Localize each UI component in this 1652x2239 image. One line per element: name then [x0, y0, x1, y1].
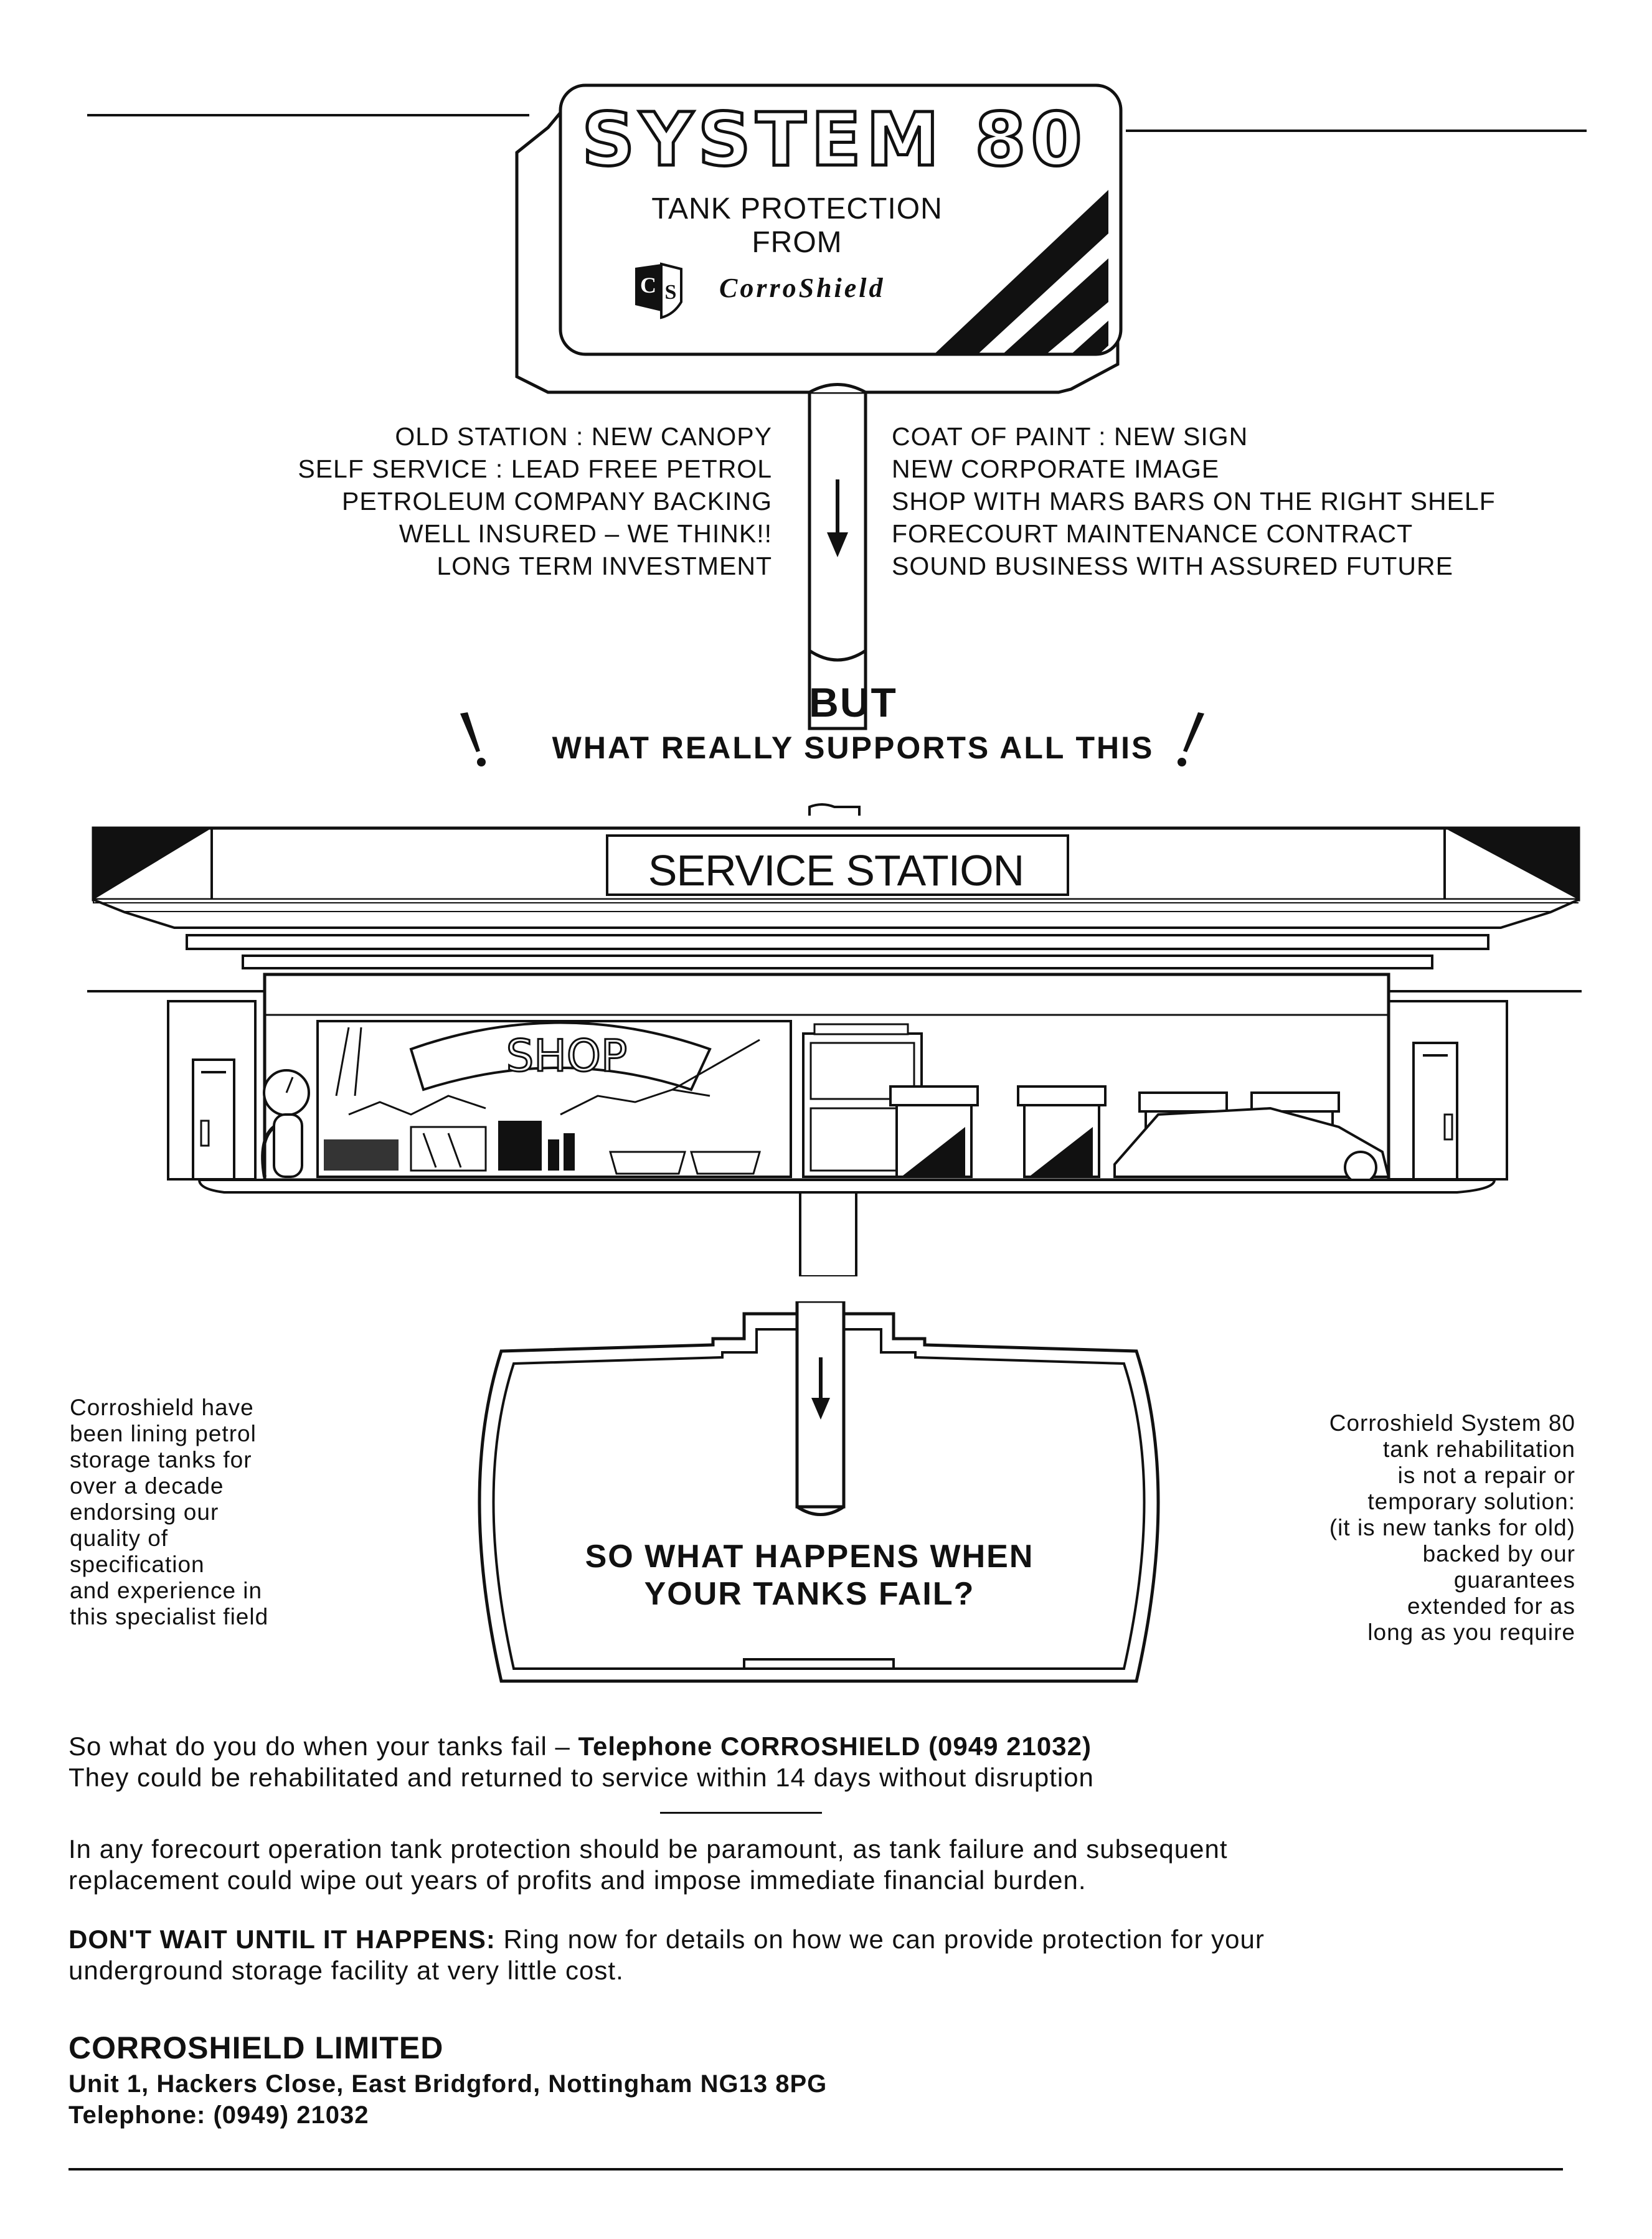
benefit-left-item: SELF SERVICE : LEAD FREE PETROL [298, 455, 772, 483]
top-rule-left [87, 114, 529, 116]
paragraph-tanks-fail: So what do you do when your tanks fail –… [68, 1731, 1563, 1793]
paragraph-line: DON'T WAIT UNTIL IT HAPPENS: Ring now fo… [68, 1924, 1563, 1955]
exclamation-left-icon [460, 712, 486, 766]
logo-letter-c: C [640, 273, 656, 298]
left-note-line: specification [70, 1552, 205, 1577]
benefit-left-item: OLD STATION : NEW CANOPY [395, 422, 772, 451]
company-name: CORROSHIELD LIMITED [68, 2030, 444, 2065]
benefit-right-item: COAT OF PAINT : NEW SIGN [892, 422, 1248, 451]
service-station-illustration: SHOP [87, 803, 1582, 1276]
left-side-note: Corroshield have been lining petrol stor… [70, 1395, 381, 1630]
service-station-label: SERVICE STATION [648, 846, 1024, 895]
company-telephone: Telephone: (0949) 21032 [68, 2101, 369, 2129]
but-heading: BUT [809, 679, 897, 725]
benefit-right-item: NEW CORPORATE IMAGE [892, 455, 1220, 483]
left-note-line: and experience in [70, 1578, 263, 1603]
benefit-left-item: PETROLEUM COMPANY BACKING [342, 487, 772, 516]
paragraph-line: replacement could wipe out years of prof… [68, 1865, 1087, 1895]
left-note-line: been lining petrol [70, 1421, 257, 1446]
right-note-line: tank rehabilitation [1382, 1436, 1575, 1462]
tank-question-heading: SO WHAT HAPPENS WHEN YOUR TANKS FAIL? [498, 1538, 1121, 1613]
paragraph-line: They could be rehabilitated and returned… [68, 1763, 1094, 1792]
benefit-left-item: LONG TERM INVESTMENT [437, 552, 772, 580]
paragraph-line: So what do you do when your tanks fail –… [68, 1731, 1563, 1762]
left-note-line: Corroshield have [70, 1395, 254, 1420]
tank-question-line: YOUR TANKS FAIL? [644, 1576, 975, 1612]
paragraph-line: In any forecourt operation tank protecti… [68, 1834, 1228, 1864]
mid-rule [660, 1812, 822, 1814]
benefit-right-item: FORECOURT MAINTENANCE CONTRACT [892, 519, 1414, 548]
sign-line-from: FROM [752, 226, 843, 259]
left-note-line: storage tanks for [70, 1447, 252, 1473]
what-really-supports-heading: WHAT REALLY SUPPORTS ALL THIS [552, 730, 1154, 765]
dont-wait-callout: DON'T WAIT UNTIL IT HAPPENS: [68, 1925, 496, 1954]
right-note-line: long as you require [1367, 1619, 1575, 1645]
tank-question-line: SO WHAT HAPPENS WHEN [585, 1539, 1034, 1575]
top-rule-right [1126, 130, 1587, 132]
sign-line-tank-protection: TANK PROTECTION [651, 192, 943, 225]
corroshield-shield-icon: C S [635, 262, 682, 319]
bottom-rule [68, 2168, 1563, 2171]
benefit-right-item: SOUND BUSINESS WITH ASSURED FUTURE [892, 552, 1453, 580]
paragraph-tank-protection: In any forecourt operation tank protecti… [68, 1834, 1563, 1896]
right-note-line: extended for as [1407, 1593, 1575, 1619]
right-note-line: (it is new tanks for old) [1329, 1515, 1575, 1540]
benefit-left-item: WELL INSURED – WE THINK!! [399, 519, 772, 548]
storage-tank-illustration [478, 1301, 1160, 1683]
exclamation-right-icon [1178, 712, 1204, 766]
right-note-line: is not a repair or [1397, 1463, 1575, 1488]
right-note-line: temporary solution: [1367, 1489, 1575, 1514]
benefits-right-list: COAT OF PAINT : NEW SIGN NEW CORPORATE I… [892, 420, 1608, 582]
corroshield-wordmark: CorroShield [719, 273, 885, 303]
left-note-line: endorsing our [70, 1499, 219, 1525]
paragraph-lead: So what do you do when your tanks fail – [68, 1732, 578, 1761]
paragraph-rest: Ring now for details on how we can provi… [495, 1925, 1265, 1954]
left-note-line: over a decade [70, 1473, 224, 1499]
benefit-right-item: SHOP WITH MARS BARS ON THE RIGHT SHELF [892, 487, 1496, 516]
benefits-left-list: OLD STATION : NEW CANOPY SELF SERVICE : … [205, 420, 772, 582]
telephone-callout: Telephone CORROSHIELD (0949 21032) [578, 1732, 1092, 1761]
paragraph-dont-wait: DON'T WAIT UNTIL IT HAPPENS: Ring now fo… [68, 1924, 1563, 1986]
paragraph-line: underground storage facility at very lit… [68, 1956, 624, 1985]
company-address: Unit 1, Hackers Close, East Bridgford, N… [68, 2070, 828, 2098]
left-note-line: quality of [70, 1525, 169, 1551]
system-80-title: SYSTEM 80 [580, 95, 1087, 184]
shop-sign-text: SHOP [506, 1030, 627, 1082]
right-note-line: backed by our [1422, 1541, 1575, 1567]
right-side-note: Corroshield System 80 tank rehabilitatio… [1239, 1410, 1575, 1646]
logo-letter-s: S [665, 281, 677, 304]
right-note-line: guarantees [1453, 1567, 1575, 1593]
right-note-line: Corroshield System 80 [1329, 1410, 1575, 1436]
left-note-line: this specialist field [70, 1604, 269, 1629]
